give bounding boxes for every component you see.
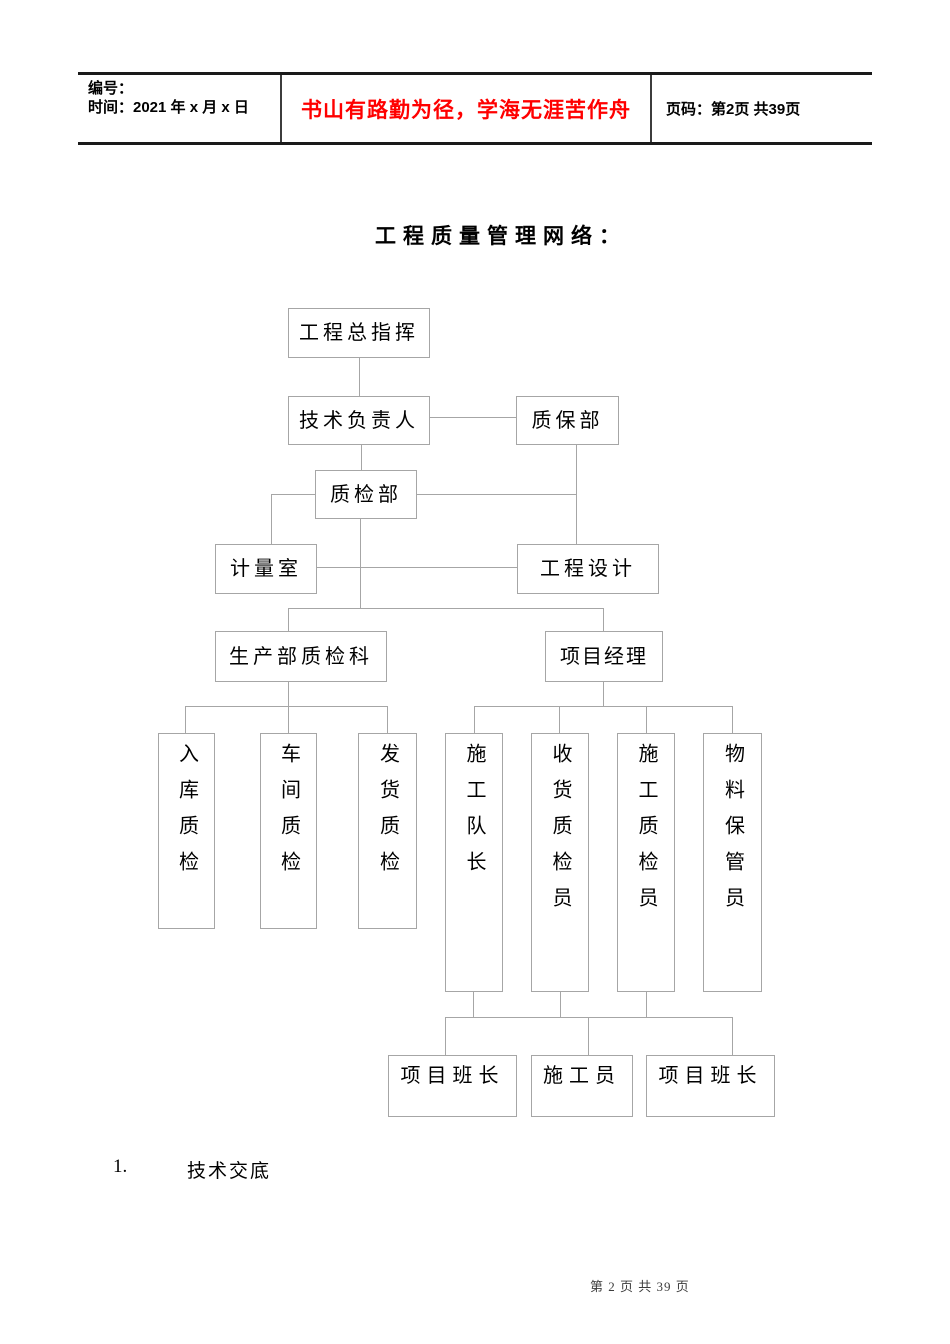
connector-line [417,494,576,495]
connector-line [271,494,315,495]
connector-line [646,706,647,733]
org-node-construction-team-leader: 施工队长 [445,733,503,992]
connector-line [603,608,604,631]
org-node-material-custodian: 物料保管员 [703,733,762,992]
org-node-project-foreman-1: 项目班长 [388,1055,517,1117]
org-node-label: 质保部 [531,409,604,432]
connector-line [360,519,361,608]
org-node-warehouse-qc: 入库质检 [158,733,215,929]
footer-page-number: 第 2 页 共 39 页 [590,1279,690,1294]
org-node-qa-dept: 质保部 [516,396,619,445]
header-cell-motto: 书山有路勤为径，学海无涯苦作舟 [280,75,652,142]
connector-line [185,706,186,733]
connector-line [732,1017,733,1055]
org-node-engineering-design: 工程设计 [517,544,659,594]
org-node-qc-dept: 质检部 [315,470,417,519]
org-node-label: 发货质检 [376,743,399,887]
connector-line [576,445,577,544]
org-node-label: 物料保管员 [721,743,744,923]
connector-line [359,358,360,396]
org-node-technical-director: 技术负责人 [288,396,430,445]
org-node-label: 工程设计 [540,558,636,580]
header-page-label: 页码：第2页 共39页 [666,101,801,118]
org-node-label: 技术负责人 [299,409,419,432]
connector-line [288,608,289,631]
org-node-label: 施工员 [543,1065,621,1087]
connector-line [474,706,475,733]
page-title: 工程质量管理网络： [375,225,627,248]
header-table: 编号： 时间：2021 年 x 月 x 日 书山有路勤为径，学海无涯苦作舟 页码… [78,72,872,145]
org-node-label: 项目班长 [400,1065,505,1087]
connector-line [603,682,604,706]
org-node-label: 收货质检员 [549,743,571,923]
connector-line [361,445,362,470]
org-node-label: 工程总指挥 [299,322,419,344]
org-node-label: 生产部质检科 [229,645,373,668]
header-cell-left: 编号： 时间：2021 年 x 月 x 日 [78,75,280,142]
org-node-project-foreman-2: 项目班长 [646,1055,775,1117]
org-node-production-qc-section: 生产部质检科 [215,631,387,682]
connector-line [288,682,289,706]
connector-line [430,417,516,418]
header-number-label: 编号： [88,80,134,97]
org-node-constructor: 施工员 [531,1055,633,1117]
org-node-label: 入库质检 [175,743,198,887]
header-motto: 书山有路勤为径，学海无涯苦作舟 [301,98,631,122]
connector-line [474,706,732,707]
list-item-text: 技术交底 [187,1161,272,1182]
org-node-label: 计量室 [230,558,302,580]
org-node-label: 施工队长 [463,743,485,887]
connector-line [288,608,603,609]
org-node-label: 项目经理 [560,645,648,668]
connector-line [185,706,387,707]
org-node-receiving-qc-inspector: 收货质检员 [531,733,589,992]
connector-line [288,706,289,733]
org-node-project-manager: 项目经理 [545,631,663,682]
org-node-construction-qc-inspector: 施工质检员 [617,733,675,992]
connector-line [445,1017,446,1055]
connector-line [559,706,560,733]
org-node-label: 项目班长 [658,1065,763,1087]
connector-line [732,706,733,733]
org-node-commander: 工程总指挥 [288,308,430,358]
org-node-label: 质检部 [330,483,402,506]
list-item-number: 1. [113,1156,128,1177]
connector-line [560,992,561,1017]
connector-line [271,494,272,544]
connector-line [473,992,474,1017]
connector-line [387,706,388,733]
connector-line [646,992,647,1017]
org-node-measurement-room: 计量室 [215,544,317,594]
header-cell-page: 页码：第2页 共39页 [652,75,872,142]
connector-line [317,567,517,568]
org-node-label: 施工质检员 [635,743,657,923]
org-node-label: 车间质检 [277,743,300,887]
org-node-shipping-qc: 发货质检 [358,733,417,929]
org-node-workshop-qc: 车间质检 [260,733,317,929]
connector-line [588,1017,589,1055]
header-time-label: 时间：2021 年 x 月 x 日 [88,99,249,116]
